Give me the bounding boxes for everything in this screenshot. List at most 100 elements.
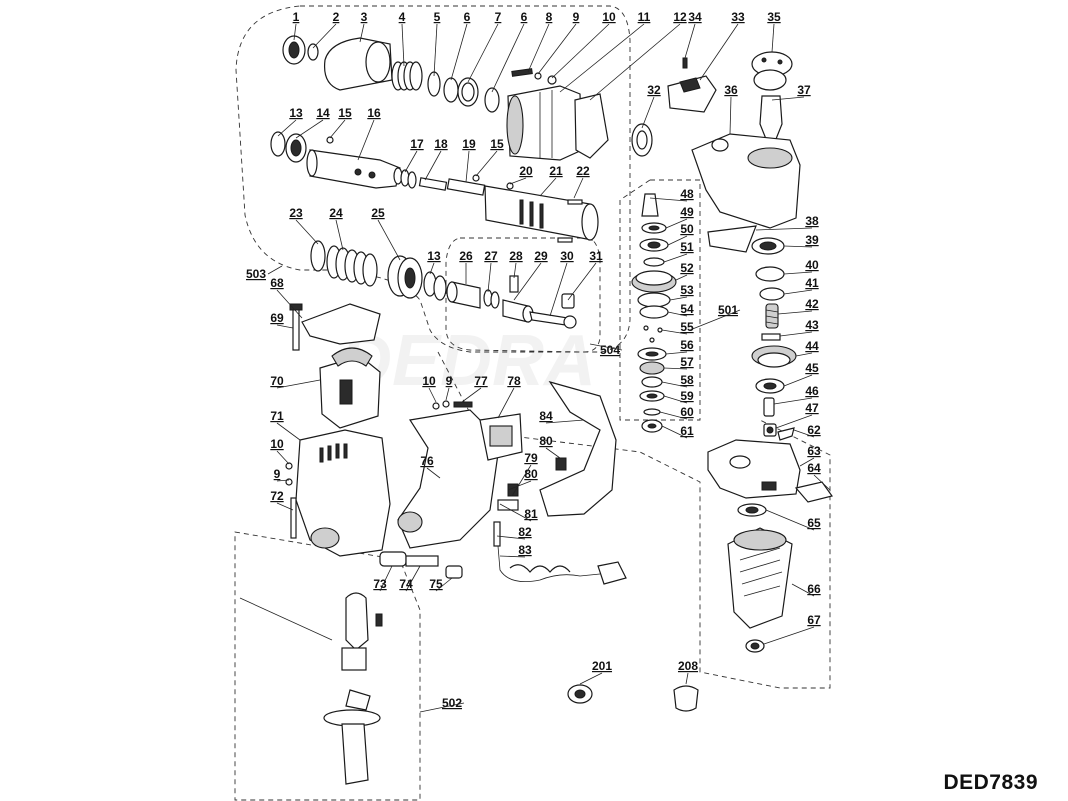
part-50-bearing	[639, 238, 669, 252]
part-label: 66	[807, 582, 821, 596]
leader-line	[509, 177, 527, 185]
part-label: 83	[518, 543, 532, 557]
leader-line	[467, 23, 499, 83]
part-25-sleeve	[387, 255, 423, 299]
part-26-piston	[446, 281, 481, 309]
part-label: 20	[519, 164, 533, 178]
leader-line	[661, 381, 688, 388]
part-58-gear	[641, 376, 663, 388]
part-label: 10	[602, 10, 616, 24]
leader-line	[659, 411, 688, 420]
model-code: DED7839	[943, 771, 1038, 794]
leader-line	[539, 177, 557, 197]
part-76-handle-half	[397, 409, 501, 549]
part-502-side-handle	[239, 592, 383, 785]
leader-line	[783, 245, 813, 248]
leader-line	[513, 262, 542, 301]
part-64-switch	[794, 481, 834, 503]
part-label: 57	[680, 355, 694, 369]
part-label: 50	[680, 222, 694, 236]
part-label: 70	[270, 374, 284, 388]
group-label: 501	[718, 303, 738, 317]
part-62-pin	[777, 427, 795, 441]
part-label: 16	[367, 106, 381, 120]
leader-line	[335, 219, 344, 251]
part-label: 31	[589, 249, 603, 263]
leader-line	[793, 429, 815, 438]
part-label: 71	[270, 409, 284, 423]
part-52-gear	[631, 270, 677, 293]
part-49-bearing	[641, 222, 667, 234]
leader-line	[377, 219, 401, 261]
leader-line	[765, 509, 815, 531]
part-18-pin	[418, 177, 448, 191]
leader-line	[435, 577, 453, 592]
leader-line	[293, 23, 297, 41]
group-label: 504	[600, 343, 620, 357]
part-label: 34	[688, 10, 702, 24]
leader-line	[567, 262, 597, 301]
part-6-circlip	[443, 77, 459, 103]
leader-line	[527, 23, 550, 73]
part-68-bracket	[301, 303, 381, 345]
leader-line	[357, 119, 375, 161]
leader-line	[461, 387, 482, 403]
part-label: 79	[524, 451, 538, 465]
part-label: 10	[422, 374, 436, 388]
part-label: 1	[293, 10, 300, 24]
part-label: 47	[805, 401, 819, 415]
leader-line	[684, 23, 696, 59]
leader-line	[277, 119, 297, 137]
part-label: 82	[518, 525, 532, 539]
group-outline-503	[235, 5, 631, 353]
leader-line	[667, 311, 688, 317]
part-36-cap	[751, 51, 793, 91]
leader-line	[497, 387, 515, 419]
part-label: 9	[573, 10, 580, 24]
leader-line	[404, 150, 418, 173]
leader-line	[783, 271, 813, 275]
leader-line	[663, 367, 688, 370]
part-56-bearing	[637, 347, 667, 361]
part-label: 56	[680, 338, 694, 352]
part-2-ring	[307, 43, 319, 61]
part-label: 64	[807, 461, 821, 475]
part-67-bearing	[745, 639, 765, 653]
part-label: 49	[680, 205, 694, 219]
part-label: 73	[373, 577, 387, 591]
part-1-seal	[282, 35, 306, 65]
part-27-orings	[483, 289, 500, 309]
leader-line	[579, 672, 603, 685]
part-label: 81	[524, 507, 538, 521]
part-label: 39	[805, 233, 819, 247]
group-outline-502	[234, 531, 421, 801]
part-9-washer	[534, 72, 542, 80]
part-label: 13	[427, 249, 441, 263]
leader-line	[401, 23, 405, 67]
part-label: 9	[446, 374, 453, 388]
part-32-nut	[631, 123, 653, 157]
part-60-ring	[643, 408, 661, 416]
leader-line	[663, 253, 688, 263]
part-10b-washer	[285, 402, 440, 470]
part-label: 80	[524, 467, 538, 481]
part-6b-circlip	[484, 87, 500, 113]
leader-line	[329, 119, 346, 139]
leader-line	[405, 565, 421, 592]
part-3-chuck-cover	[323, 37, 393, 91]
leader-line	[649, 197, 688, 202]
part-label: 9	[274, 467, 281, 481]
part-label: 84	[539, 409, 553, 423]
part-83-cord	[497, 545, 627, 585]
part-label: 14	[316, 106, 330, 120]
leader-line	[276, 324, 294, 329]
part-label: 22	[576, 164, 590, 178]
part-34-screw	[682, 57, 688, 69]
part-label: 27	[484, 249, 498, 263]
part-54-plate	[639, 305, 669, 319]
part-8-screw	[511, 68, 533, 77]
part-53-clutch	[637, 292, 671, 308]
leader-line	[537, 23, 577, 75]
leader-line	[779, 331, 813, 337]
